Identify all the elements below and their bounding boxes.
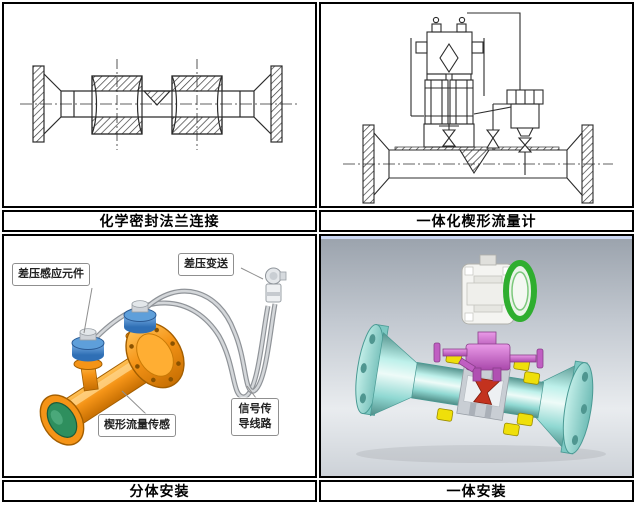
cell-integrated-meter: [319, 2, 634, 208]
figure-table: 化学密封法兰连接 一体化楔形流量计: [2, 2, 634, 502]
split-installation-illustration: [39, 267, 287, 446]
wedge-element: [142, 90, 172, 106]
caption-split-installation: 分体安装: [2, 480, 317, 502]
label-wedge-flow-sensor: 楔形流量传感: [98, 414, 176, 437]
wedge-red: [472, 376, 501, 406]
right-flange: [270, 65, 283, 143]
label-signal-line: 信号传导线路: [231, 398, 279, 436]
valve-manifold: [433, 331, 544, 382]
label-dp-sensing-element: 差压感应元件: [12, 263, 90, 286]
valve-manifold: [410, 12, 521, 117]
flange-connection-drawing: [20, 59, 299, 150]
integrated-meter-drawing: [343, 12, 613, 204]
outlet-flange: [125, 321, 185, 389]
signal-tubes: [90, 288, 278, 400]
caption-text: 一体化楔形流量计: [416, 214, 537, 230]
right-flange: [581, 124, 594, 204]
label-dp-transmitter: 差压变送: [178, 253, 234, 276]
caption-text: 一体安装: [446, 484, 507, 500]
caption-flange-connection: 化学密封法兰连接: [2, 210, 317, 232]
left-flange: [32, 65, 45, 143]
transmitter-body: [461, 254, 515, 325]
cell-flange-connection: [2, 2, 317, 208]
dp-transmitter-device: [265, 267, 287, 303]
leader-lines: [83, 267, 264, 415]
wedge-element: [459, 149, 491, 175]
cell-split-installation: 差压感应元件 差压变送 楔形流量传感 信号传导线路: [2, 234, 317, 478]
inlet-flange: [39, 394, 85, 446]
dp-sensor-ring-2: [123, 300, 157, 334]
left-flange: [362, 124, 375, 204]
sight-glass-ring: [503, 260, 537, 322]
meter-pipe: [355, 324, 594, 455]
condensate-chambers: [424, 73, 474, 125]
cell-integrated-installation: [319, 234, 634, 478]
integrated-installation-render: [321, 236, 632, 476]
caption-text: 化学密封法兰连接: [99, 214, 220, 230]
caption-text: 分体安装: [129, 484, 190, 500]
root-valve-left: [439, 124, 459, 147]
caption-integrated-meter: 一体化楔形流量计: [319, 210, 634, 232]
caption-integrated-installation: 一体安装: [319, 480, 634, 502]
dp-sensor-ring-1: [71, 328, 105, 362]
transmitter-head: [473, 89, 544, 175]
